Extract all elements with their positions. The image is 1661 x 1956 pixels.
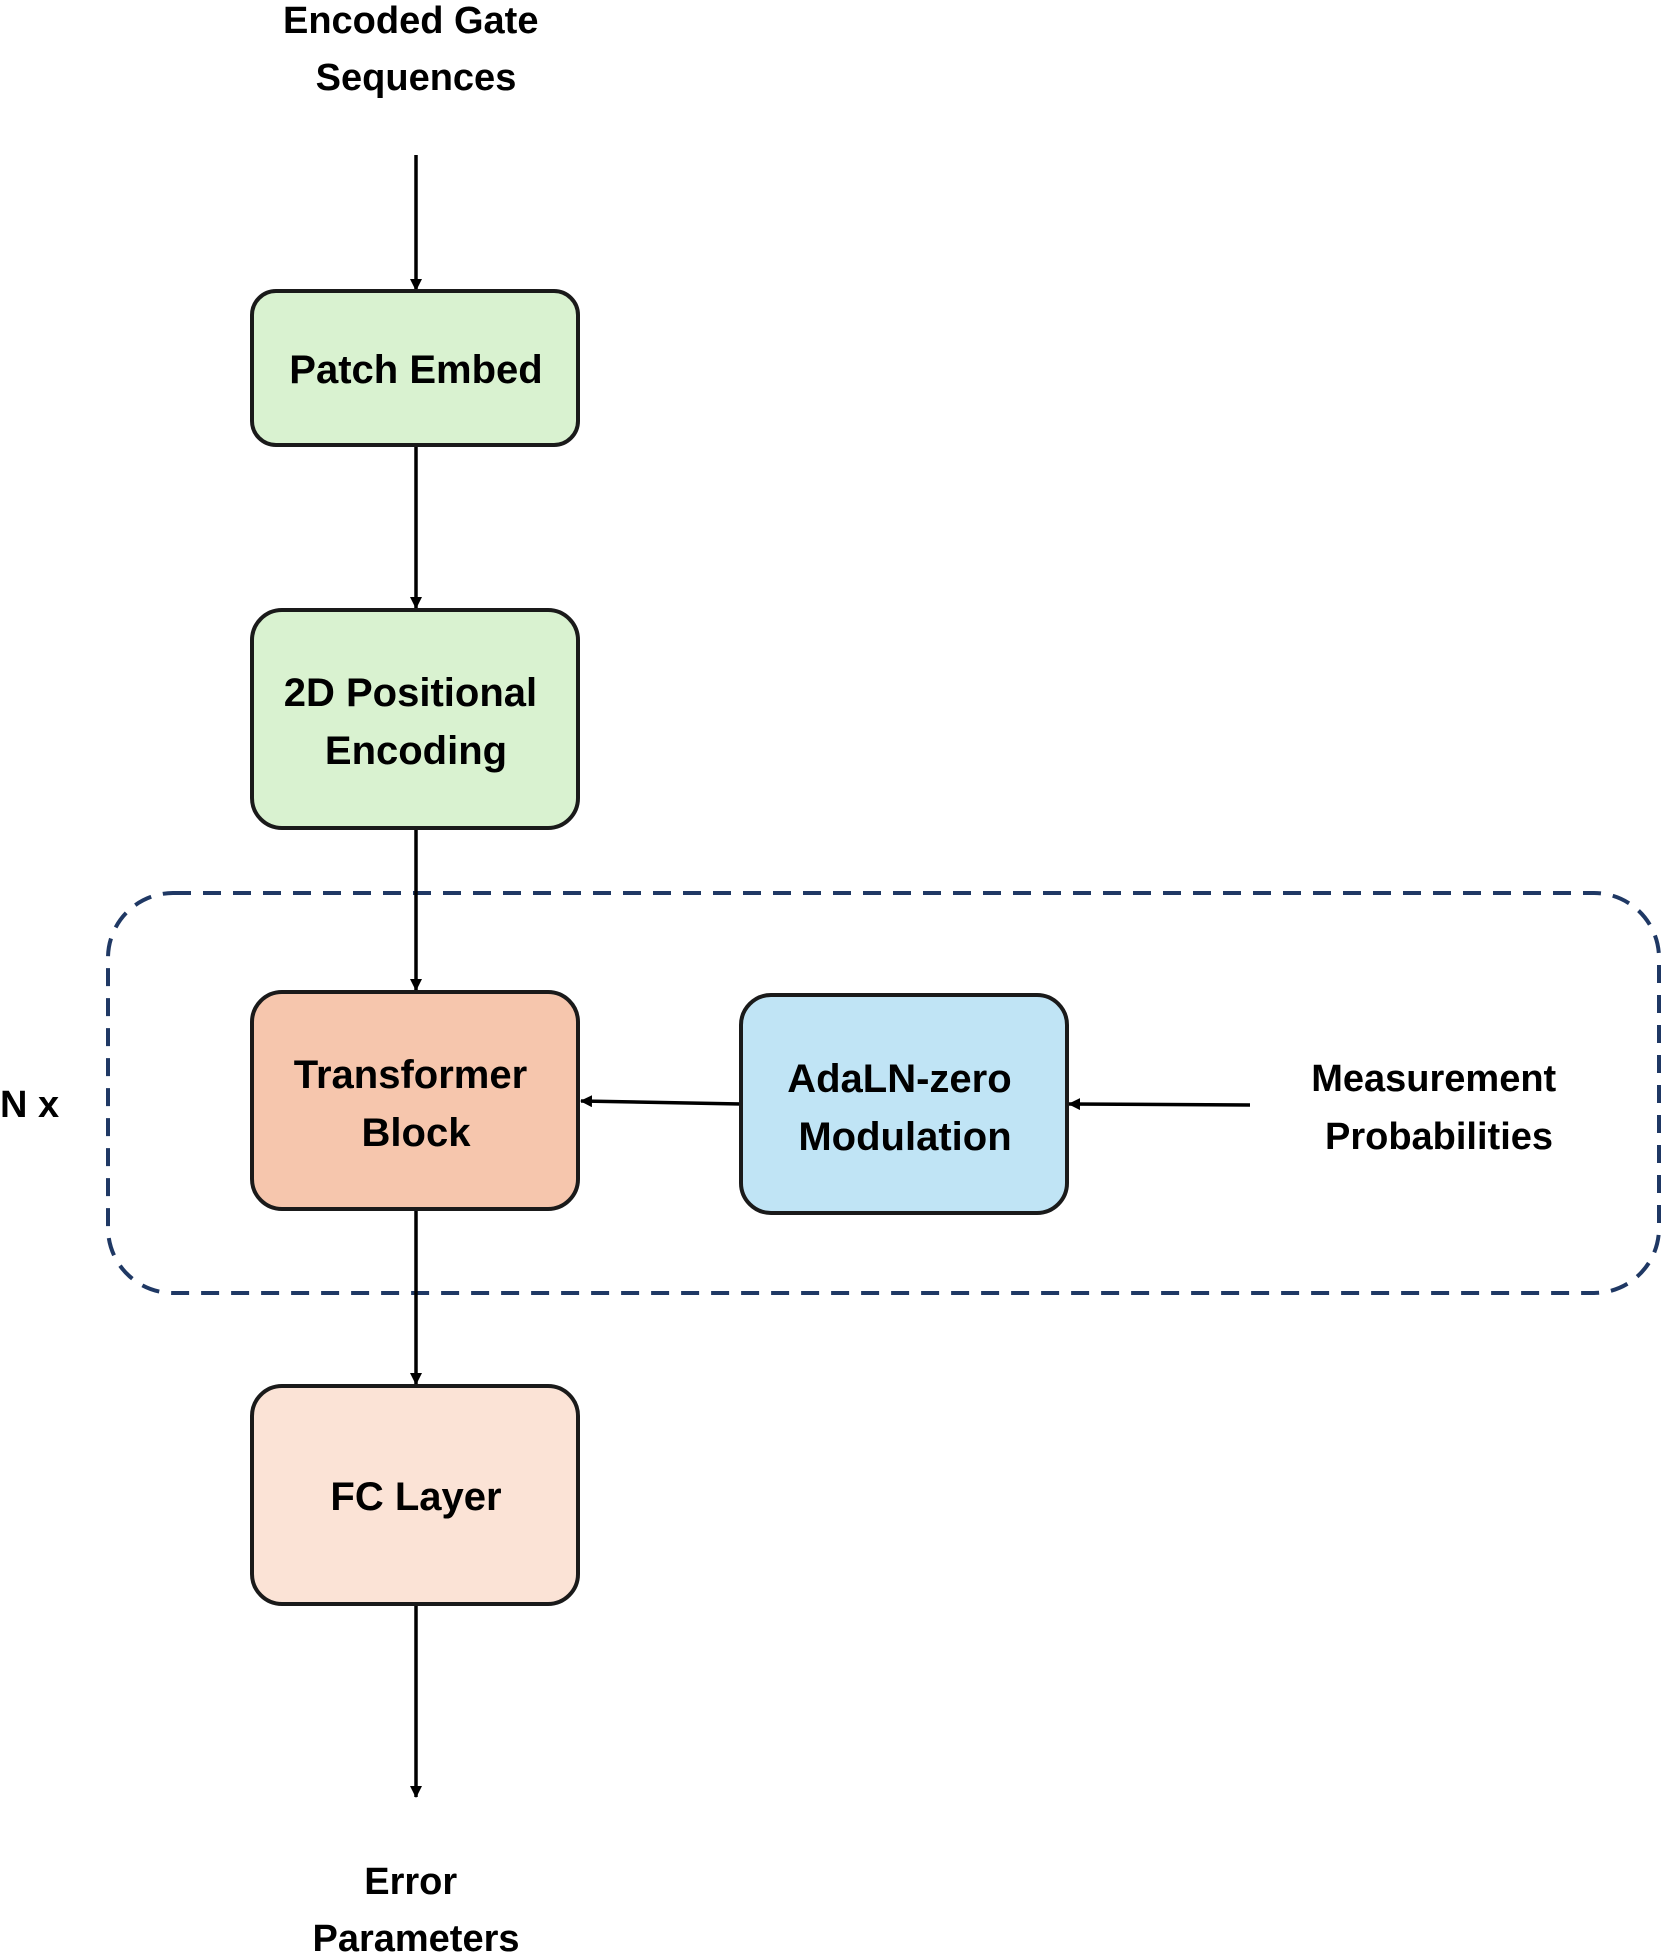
transformer-block-label-line-2: Block bbox=[362, 1111, 472, 1155]
patch-embed-node: Patch Embed bbox=[250, 289, 580, 447]
arrow-condition-to-modulation bbox=[1068, 1098, 1251, 1111]
adaln-modulation-node: AdaLN-zero Modulation bbox=[739, 993, 1069, 1215]
arrow-modulation-to-transformer bbox=[580, 1095, 742, 1108]
input-label-line-1: Encoded Gate bbox=[283, 0, 539, 42]
positional-encoding-label-line-1: 2D Positional bbox=[284, 671, 537, 715]
positional-encoding-label: 2D Positional Encoding bbox=[284, 671, 549, 773]
transformer-block-box bbox=[250, 990, 580, 1211]
positional-encoding-box bbox=[250, 608, 580, 830]
output-label: Error Parameters bbox=[312, 1861, 519, 1956]
fc-layer-label: FC Layer bbox=[330, 1475, 501, 1519]
adaln-modulation-box bbox=[739, 993, 1069, 1215]
positional-encoding-node: 2D Positional Encoding bbox=[250, 608, 580, 830]
output-label-line-2: Parameters bbox=[312, 1918, 519, 1956]
positional-encoding-label-line-2: Encoding bbox=[325, 729, 507, 773]
condition-label-line-2: Probabilities bbox=[1325, 1116, 1553, 1158]
repeat-label: N x bbox=[0, 1084, 59, 1126]
input-label-line-2: Sequences bbox=[316, 57, 517, 99]
fc-layer-label-line-1: FC Layer bbox=[330, 1475, 501, 1519]
fc-layer-node: FC Layer bbox=[250, 1384, 580, 1606]
adaln-modulation-label-line-2: Modulation bbox=[798, 1115, 1011, 1159]
transformer-block-label: Transformer Block bbox=[294, 1053, 539, 1155]
patch-embed-box bbox=[250, 289, 580, 447]
adaln-modulation-label-line-1: AdaLN-zero bbox=[787, 1057, 1011, 1101]
condition-label-line-1: Measurement bbox=[1311, 1058, 1556, 1100]
patch-embed-label: Patch Embed bbox=[289, 348, 542, 392]
repeat-group-border bbox=[106, 891, 1661, 1295]
fc-layer-box bbox=[250, 1384, 580, 1606]
input-label: Encoded Gate Sequences bbox=[283, 0, 549, 99]
adaln-modulation-label: AdaLN-zero Modulation bbox=[787, 1057, 1023, 1159]
condition-label: Measurement Probabilities bbox=[1311, 1058, 1567, 1158]
patch-embed-label-line-1: Patch Embed bbox=[289, 348, 542, 392]
transformer-block-node: Transformer Block bbox=[250, 990, 580, 1211]
output-label-line-1: Error bbox=[364, 1861, 457, 1903]
transformer-block-label-line-1: Transformer bbox=[294, 1053, 527, 1097]
